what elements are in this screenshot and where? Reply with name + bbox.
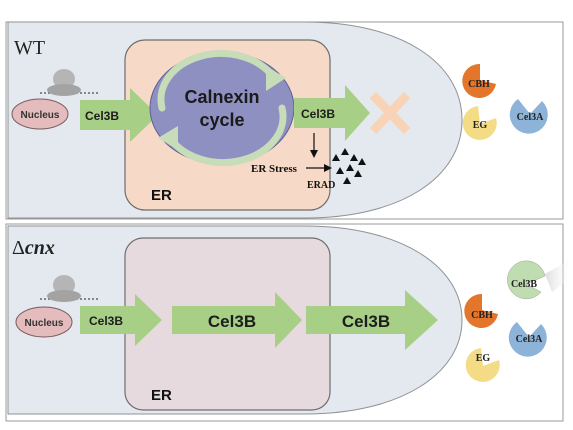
wt-cel3b-arrow-1-label: Cel3B [85,109,119,123]
stress-arrow-icon [324,164,332,172]
cel3b-secretion-beam [545,258,573,292]
wt-cel3b-arrow-1 [80,88,158,142]
cnx-cel3b-arrow-3 [306,290,438,350]
calnexin-label: Calnexin [184,87,259,107]
cnx-nucleus [15,306,73,338]
cnx-cel3b-arrow-2 [172,292,302,348]
degraded-fragments-icon [332,148,366,184]
cnx-cel3b-icon [507,260,546,300]
cnx-cel3b-arrow-1 [80,294,162,346]
wt-title: WT [14,37,45,59]
cnx-title-gene: cnx [25,237,55,259]
wt-cbh-label: CBH [468,79,490,90]
cnx-eg-label: EG [476,353,491,364]
wt-cbh-icon [462,63,496,98]
cnx-eg-icon [465,348,500,382]
erad-label: ERAD [307,180,335,191]
cnx-cel3b-arrow-1-label: Cel3B [89,314,123,328]
cnx-nucleus-label: Nucleus [25,318,64,329]
cnx-cbh-icon [464,293,498,328]
wt-cel3a-icon [509,99,548,134]
down-arrow-icon [310,150,318,158]
cnx-cel3a-label: Cel3A [516,334,543,345]
er-stress-label: ER Stress [251,163,298,175]
wt-cel3a-label: Cel3A [517,112,544,123]
blocked-x-icon [369,91,411,135]
cnx-title: Δcnx [12,237,55,259]
wt-panel: WT ER Nucleus Cel3B Calnexin cycle Cel3B [5,21,564,220]
cycle-label: cycle [199,110,244,130]
cnx-ribosome-icon [40,275,100,302]
wt-eg-label: EG [473,120,488,131]
cnx-cel3b-label: Cel3B [511,279,537,290]
wt-ribosome-icon [40,69,100,96]
wt-cel3b-arrow-2-label: Cel3B [301,107,335,121]
cnx-cel3a-icon [508,322,547,357]
wt-cel3b-arrow-2 [294,85,370,141]
cnx-cbh-label: CBH [471,310,493,321]
cnx-panel: Δcnx ER Nucleus Cel3B Cel3B Cel3B Cel3B … [5,223,573,422]
cycle-arrows-icon [157,50,287,166]
wt-nucleus [11,98,69,130]
cnx-cel3b-arrow-3-label: Cel3B [342,312,390,331]
wt-eg-icon [462,106,497,140]
cnx-title-prefix: Δ [12,237,25,259]
wt-er-label: ER [151,187,172,204]
cnx-er-label: ER [151,387,172,404]
cnx-cel3b-arrow-2-label: Cel3B [208,312,256,331]
wt-nucleus-label: Nucleus [21,110,60,121]
